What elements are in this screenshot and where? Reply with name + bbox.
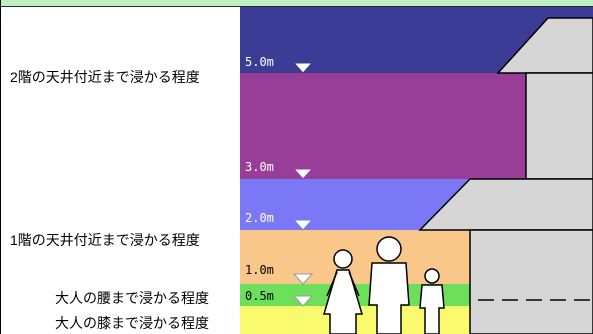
level-5m: 5.0m [245, 55, 274, 69]
marker-2m [292, 219, 314, 231]
label-floor2-ceiling: 2階の天井付近まで浸かる程度 [10, 69, 200, 85]
level-2m: 2.0m [245, 211, 274, 225]
label-adult-knee: 大人の膝まで浸かる程度 [55, 315, 209, 331]
level-3m: 3.0m [245, 160, 274, 174]
label-floor1-ceiling: 1階の天井付近まで浸かる程度 [10, 232, 200, 248]
header-band [0, 0, 593, 7]
marker-5m [292, 62, 314, 74]
level-05m: 0.5m [245, 289, 274, 303]
marker-1m [292, 273, 314, 285]
level-1m: 1.0m [245, 263, 274, 277]
label-adult-waist: 大人の腰まで浸かる程度 [55, 290, 209, 306]
marker-05m [292, 295, 314, 307]
woman-figure [322, 249, 364, 334]
man-figure [368, 236, 410, 334]
marker-3m [292, 168, 314, 180]
house-first-floor [418, 178, 593, 334]
child-figure [419, 268, 445, 334]
